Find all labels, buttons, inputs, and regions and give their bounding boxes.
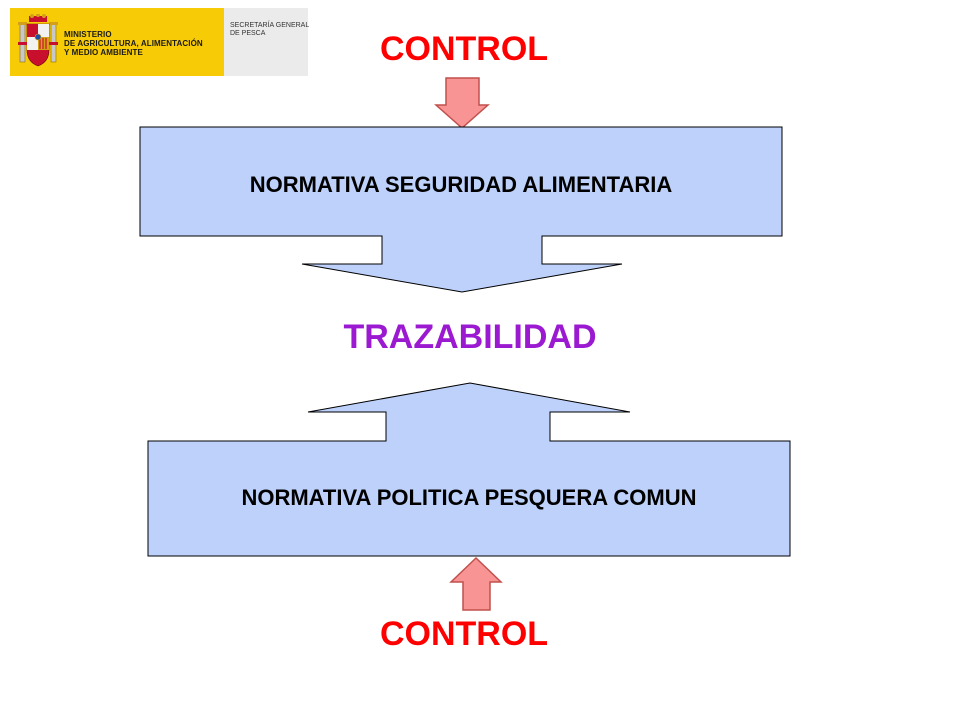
control-arrow-up-icon (449, 556, 503, 611)
politica-pesquera-shape (147, 382, 791, 557)
ministry-line: Y MEDIO AMBIENTE (64, 48, 143, 57)
secretaria-line: SECRETARÍA GENERAL (230, 22, 310, 29)
ministry-line: DE AGRICULTURA, ALIMENTACIÓN (64, 39, 203, 48)
control-arrow-down-icon (434, 77, 490, 130)
politica-pesquera-label: NORMATIVA POLITICA PESQUERA COMUN (241, 485, 697, 510)
secretaria-line: DE PESCA (230, 30, 266, 37)
control-top-label: CONTROL (379, 30, 549, 68)
logo-grey-panel (224, 8, 308, 76)
seguridad-alimentaria-label: NORMATIVA SEGURIDAD ALIMENTARIA (249, 172, 673, 197)
control-bottom-label: CONTROL (379, 615, 549, 653)
coat-of-arms-icon (18, 14, 58, 67)
ministry-logo: MINISTERIO DE AGRICULTURA, ALIMENTACIÓN … (10, 8, 310, 76)
ministry-name: MINISTERIO DE AGRICULTURA, ALIMENTACIÓN … (64, 30, 222, 57)
secretaria-name: SECRETARÍA GENERAL DE PESCA (230, 22, 310, 38)
seguridad-alimentaria-shape (139, 126, 783, 293)
trazabilidad-label: TRAZABILIDAD (343, 318, 597, 356)
ministry-line: MINISTERIO (64, 30, 112, 39)
